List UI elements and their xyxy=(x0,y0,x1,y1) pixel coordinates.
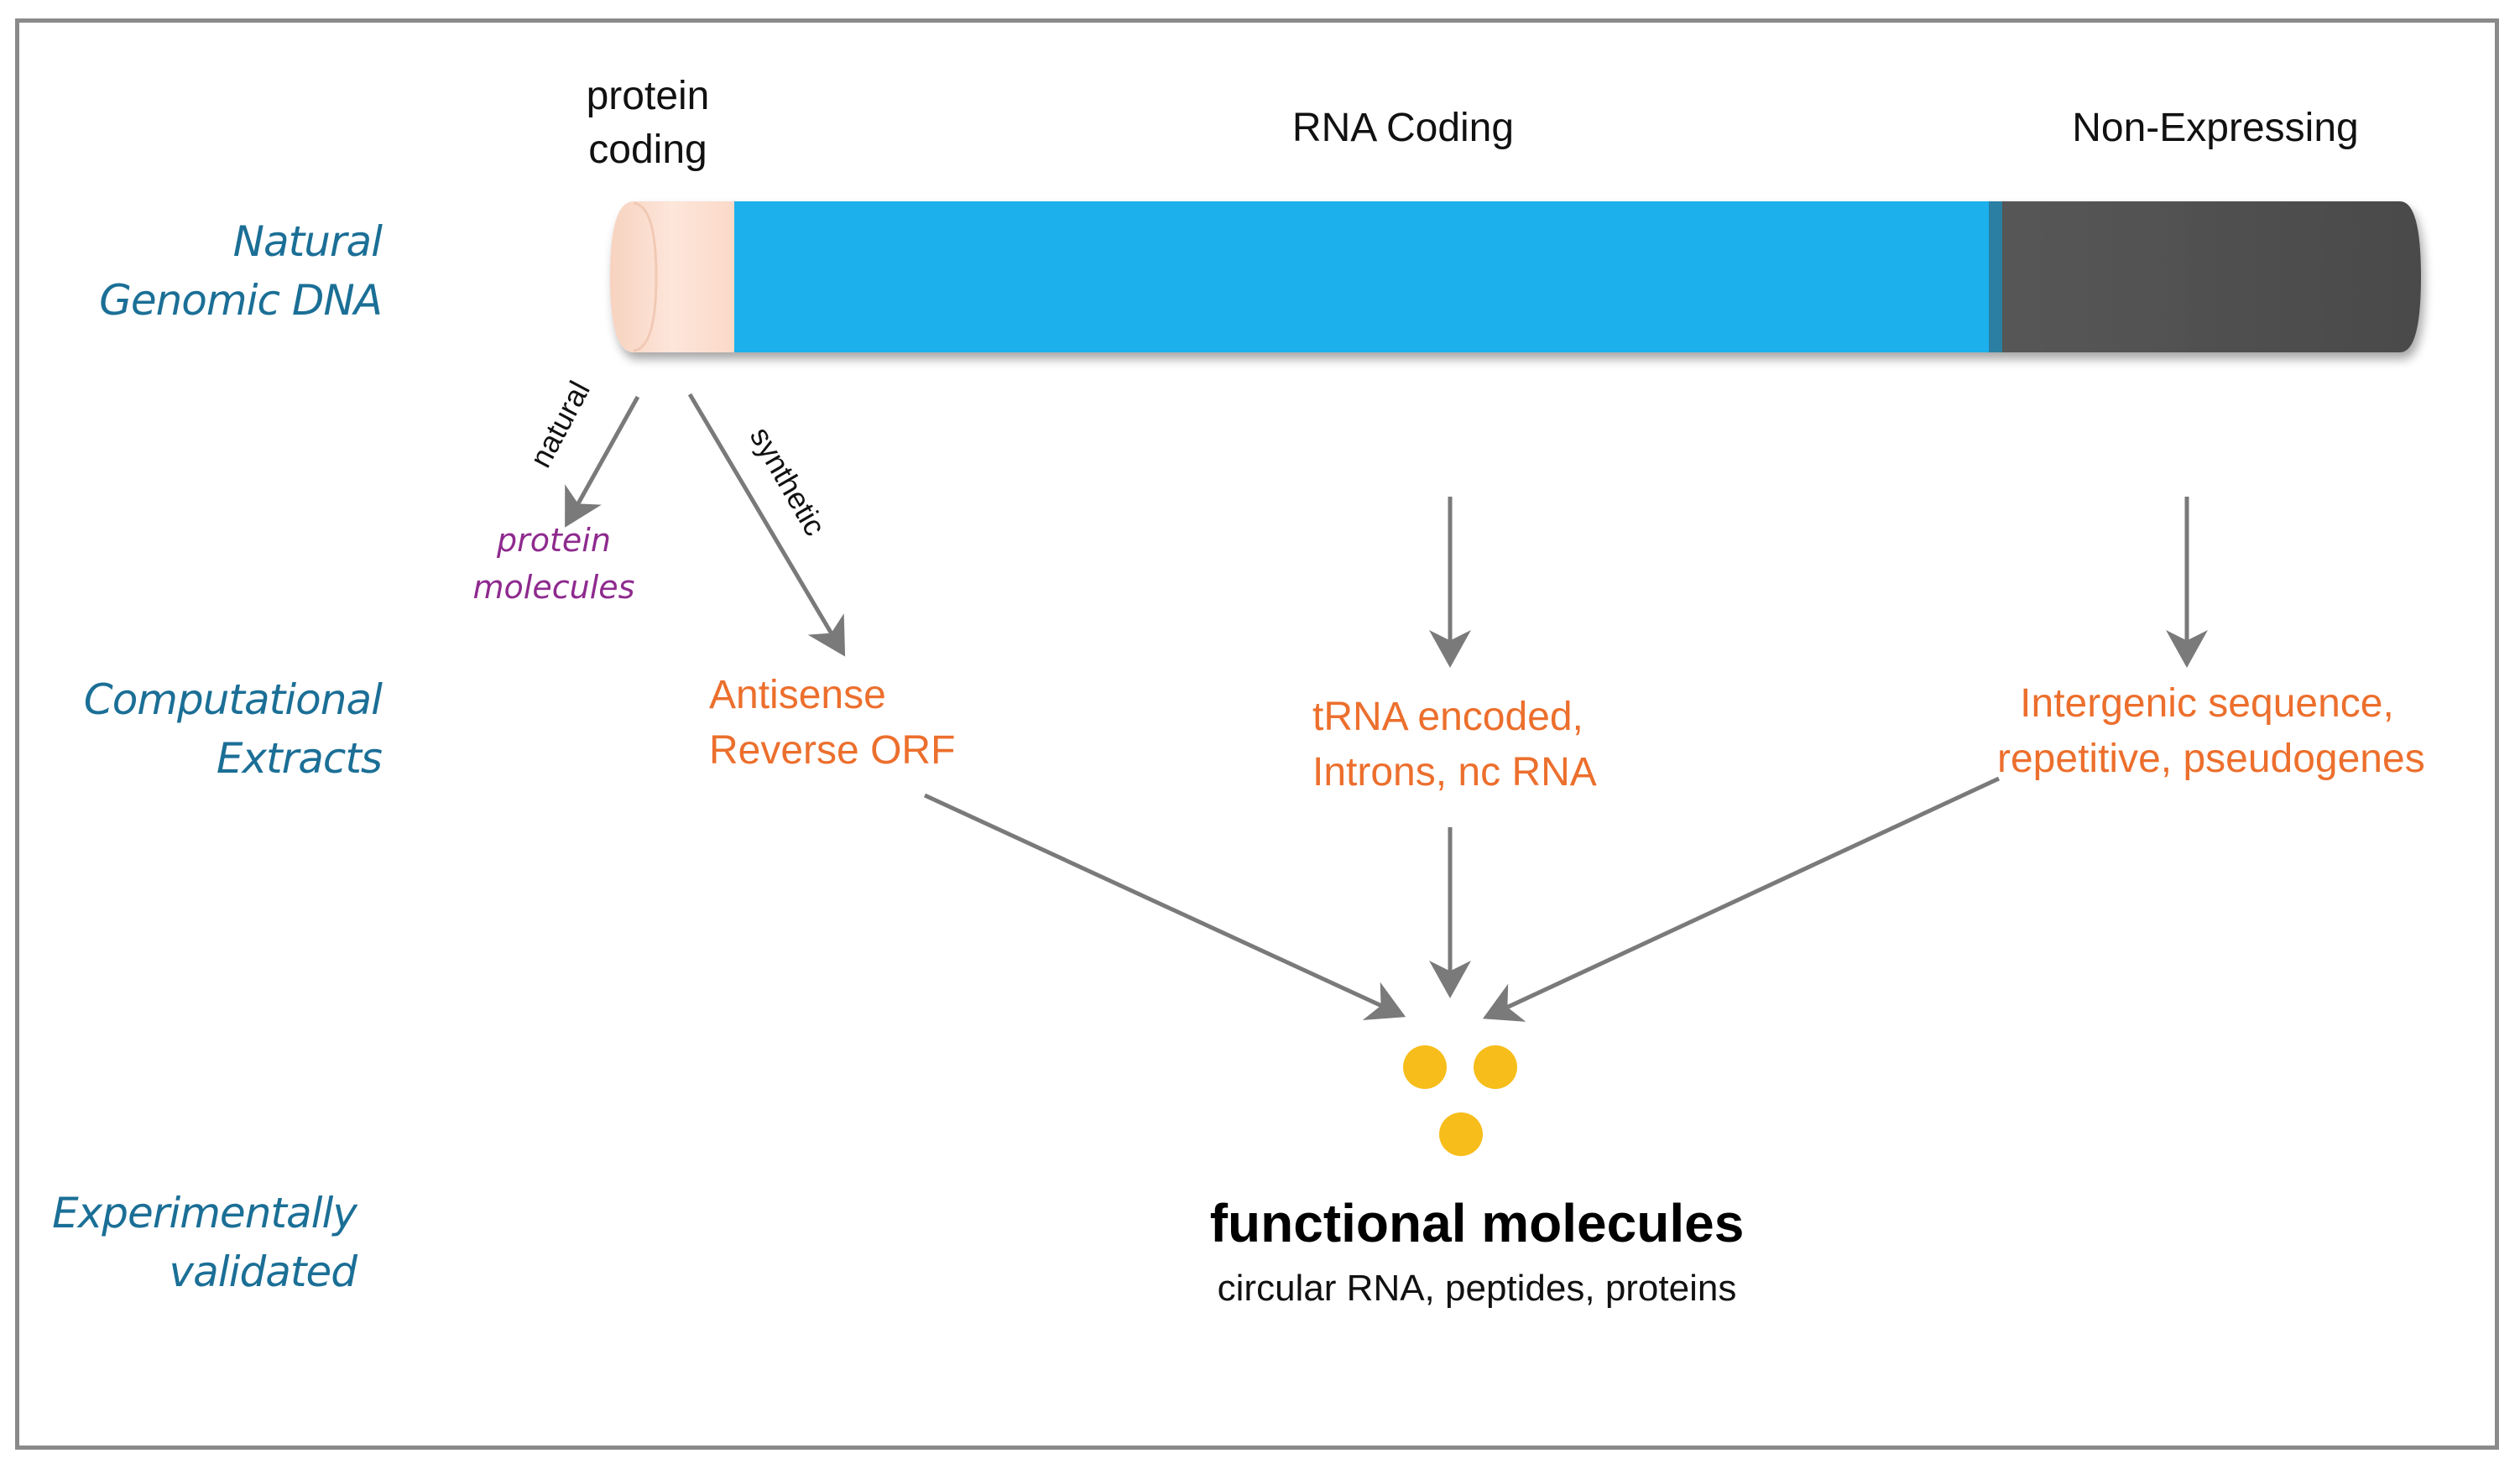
row-label-line: Computational xyxy=(83,675,383,724)
extract-antisense: Antisense Reverse ORF xyxy=(709,671,955,774)
row-label-experimental: Experimentally validated xyxy=(42,1188,357,1297)
dna-bar xyxy=(610,201,2421,352)
row-label-line: Genomic DNA xyxy=(99,276,383,325)
blue-gray-blend xyxy=(1989,201,2002,352)
label-protein-coding: protein coding xyxy=(522,72,774,174)
label-rna-coding: RNA Coding xyxy=(1291,106,1515,150)
protein-coding-segment xyxy=(610,201,734,352)
extract-intergenic: Intergenic sequence, repetitive, pseudog… xyxy=(1997,680,2425,783)
label-line: Intergenic sequence, xyxy=(2020,681,2394,726)
extract-trna: tRNA encoded, Introns, nc RNA xyxy=(1312,693,1597,796)
row-label-line: Experimentally xyxy=(52,1189,357,1237)
protein-coding-rim xyxy=(633,201,658,352)
arrows xyxy=(565,393,2208,1022)
arrow-synthetic xyxy=(687,393,846,657)
protein-molecules-label: protein molecules xyxy=(445,522,663,607)
molecule-dot-left xyxy=(1403,1045,1447,1089)
rna-coding-segment xyxy=(730,201,1997,352)
label-line: repetitive, pseudogenes xyxy=(1997,736,2425,781)
row-label-line: Natural xyxy=(232,217,383,266)
result-subtitle: circular RNA, peptides, proteins xyxy=(1217,1268,1737,1309)
label-line: Reverse ORF xyxy=(709,727,956,773)
label-line: protein xyxy=(497,522,611,559)
label-line: coding xyxy=(588,127,707,172)
non-expressing-segment xyxy=(1989,201,2421,352)
row-label-line: Extracts xyxy=(216,734,383,783)
label-line: protein xyxy=(586,74,710,118)
arrow-natural xyxy=(565,395,640,528)
result-title: functional molecules xyxy=(1209,1193,1745,1253)
label-non-expressing: Non-Expressing xyxy=(2072,106,2359,150)
molecule-dot-right xyxy=(1474,1045,1517,1089)
arrow-antisense-converge xyxy=(923,793,1406,1021)
label-line: Antisense xyxy=(709,673,886,717)
molecule-dots xyxy=(1403,1045,1517,1156)
label-line: tRNA encoded, xyxy=(1312,695,1583,739)
arrow-intergenic-converge xyxy=(1482,776,2001,1022)
label-line: molecules xyxy=(472,568,635,606)
row-label-line: validated xyxy=(169,1248,358,1296)
row-label-computational: Computational Extracts xyxy=(67,675,383,784)
row-label-natural-dna: Natural Genomic DNA xyxy=(67,216,383,326)
molecule-dot-bottom xyxy=(1439,1112,1483,1156)
label-line: Introns, nc RNA xyxy=(1312,749,1597,794)
